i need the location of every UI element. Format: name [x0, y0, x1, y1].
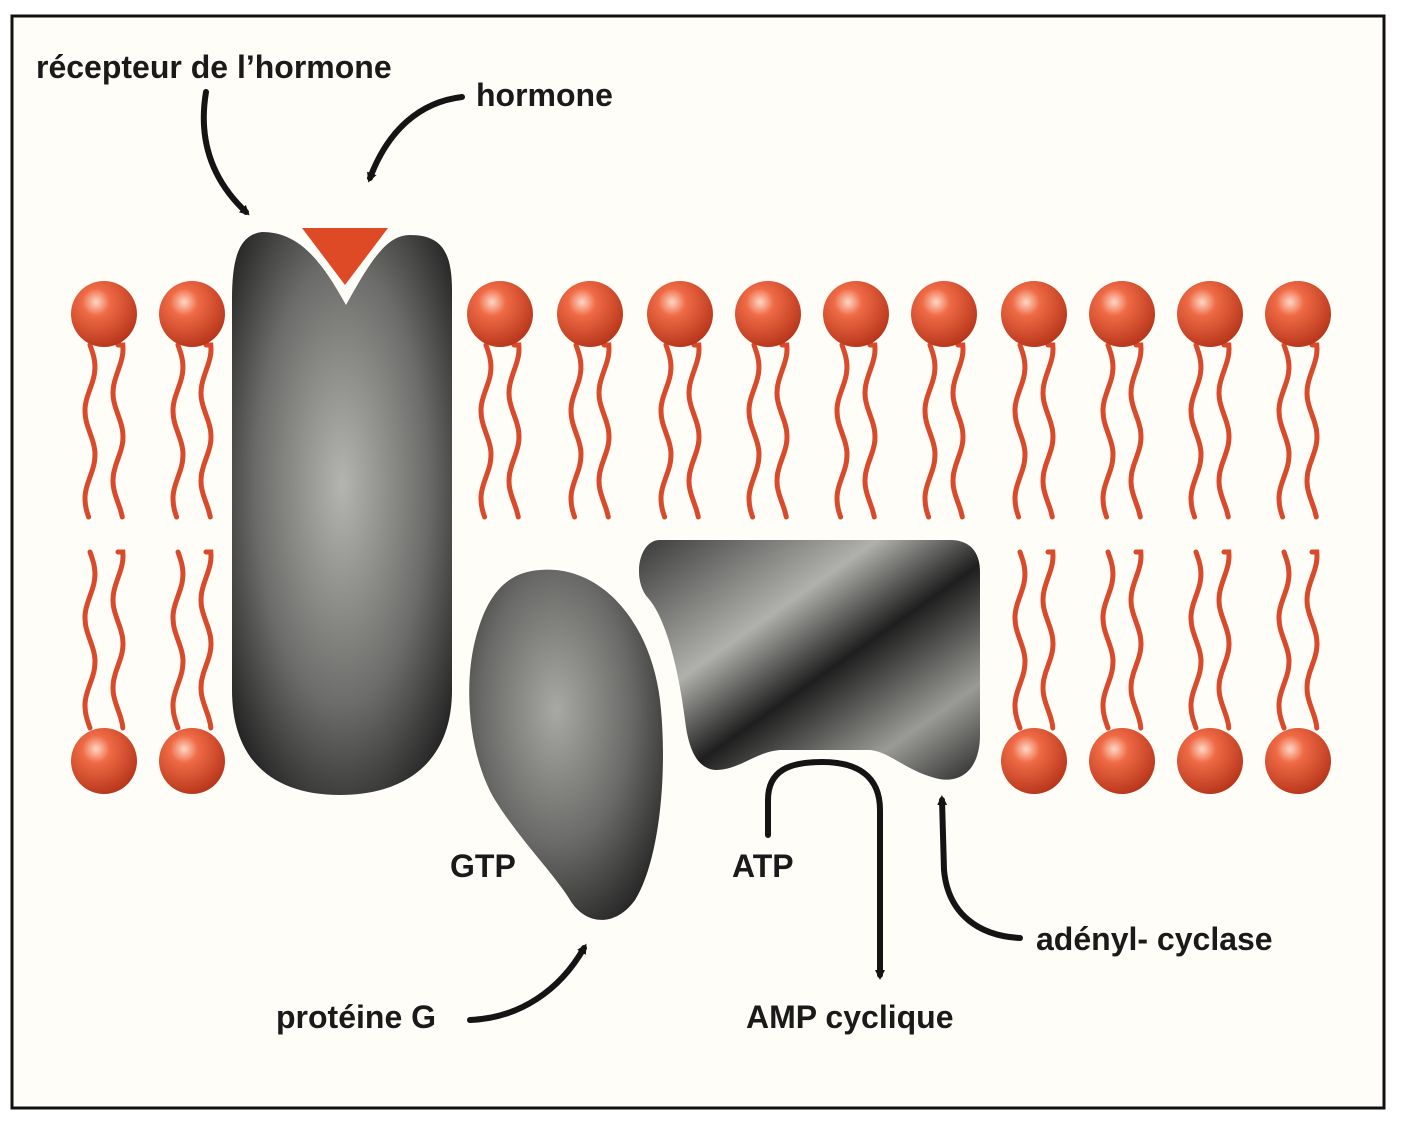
lipid-head-top — [159, 281, 225, 347]
lipid-head-top — [1265, 281, 1331, 347]
lipid-tail-top — [950, 342, 966, 520]
arrows — [200, 89, 1023, 1023]
lipid-tail-bottom — [82, 549, 98, 731]
hormone-label: hormone — [476, 77, 613, 113]
lipid-head-top — [1177, 281, 1243, 347]
lipid-head-bottom — [1001, 728, 1067, 794]
lipid-tail-top — [1216, 342, 1232, 520]
lipid-tail-top — [774, 342, 790, 520]
lipid-head-bottom — [1089, 728, 1155, 794]
lipid-head-top — [647, 281, 713, 347]
lipid-tail-top — [922, 342, 938, 520]
lipid-head-bottom — [1177, 728, 1243, 794]
gtp-label: GTP — [450, 848, 516, 884]
lipid-tail-bottom — [170, 549, 186, 731]
lipid-tail-top — [1040, 342, 1056, 520]
lipid-tail-top — [1276, 342, 1292, 520]
lipid-head-bottom — [159, 728, 225, 794]
lipid-tail-bottom — [1012, 549, 1028, 731]
lipid-tail-top — [1012, 342, 1028, 520]
g-protein-shape — [469, 569, 663, 920]
lipid-tail-top — [170, 342, 186, 520]
lipid-tail-bottom — [198, 549, 214, 731]
lipid-head-top — [1001, 281, 1067, 347]
lipid-head-top — [823, 281, 889, 347]
camp-label: AMP cyclique — [746, 999, 953, 1035]
lipid-tail-top — [596, 342, 612, 520]
lipid-head-top — [557, 281, 623, 347]
adenyl-cyclase-shape — [638, 540, 980, 780]
atp-label: ATP — [732, 848, 794, 884]
atp-to-camp-arrow-icon — [765, 758, 885, 980]
lipid-tail-top — [686, 342, 702, 520]
hormone-triangle — [302, 228, 388, 285]
lipid-tail-bottom — [1040, 549, 1056, 731]
lipid-tail-bottom — [1304, 549, 1320, 731]
lipid-tail-top — [568, 342, 584, 520]
lipid-tail-top — [834, 342, 850, 520]
lipid-head-bottom — [1265, 728, 1331, 794]
adenyl-cyclase-arrow-icon — [937, 795, 1023, 941]
lipid-tail-bottom — [1100, 549, 1116, 731]
lipid-head-top — [1089, 281, 1155, 347]
hormone-receptor-shape — [232, 232, 452, 795]
lipid-tail-top — [1304, 342, 1320, 520]
lipid-tail-top — [1128, 342, 1144, 520]
g-protein-label: protéine G — [276, 999, 436, 1035]
lipid-tail-top — [746, 342, 762, 520]
receptor-arrow-icon — [200, 89, 250, 216]
receptor-label: récepteur de l’hormone — [36, 49, 392, 85]
lipid-head-top — [467, 281, 533, 347]
lipid-tail-top — [82, 342, 98, 520]
g-protein-arrow-icon — [467, 943, 587, 1023]
lipid-head-top — [71, 281, 137, 347]
lipid-head-top — [911, 281, 977, 347]
lipid-tail-bottom — [1128, 549, 1144, 731]
lipid-head-top — [735, 281, 801, 347]
lipid-tail-top — [198, 342, 214, 520]
lipid-tail-bottom — [1216, 549, 1232, 731]
lipid-tail-bottom — [110, 549, 126, 731]
lipid-tail-top — [1188, 342, 1204, 520]
lipid-tail-bottom — [1188, 549, 1204, 731]
hormone-arrow-icon — [367, 94, 465, 183]
lipid-tail-top — [658, 342, 674, 520]
lipid-head-bottom — [71, 728, 137, 794]
lipid-tail-top — [506, 342, 522, 520]
lipid-tail-bottom — [1276, 549, 1292, 731]
lipid-bilayer — [71, 281, 1331, 794]
lipid-tail-top — [862, 342, 878, 520]
adenyl-cyclase-label: adényl- cyclase — [1036, 921, 1273, 957]
lipid-tail-top — [478, 342, 494, 520]
lipid-tail-top — [110, 342, 126, 520]
lipid-tail-top — [1100, 342, 1116, 520]
